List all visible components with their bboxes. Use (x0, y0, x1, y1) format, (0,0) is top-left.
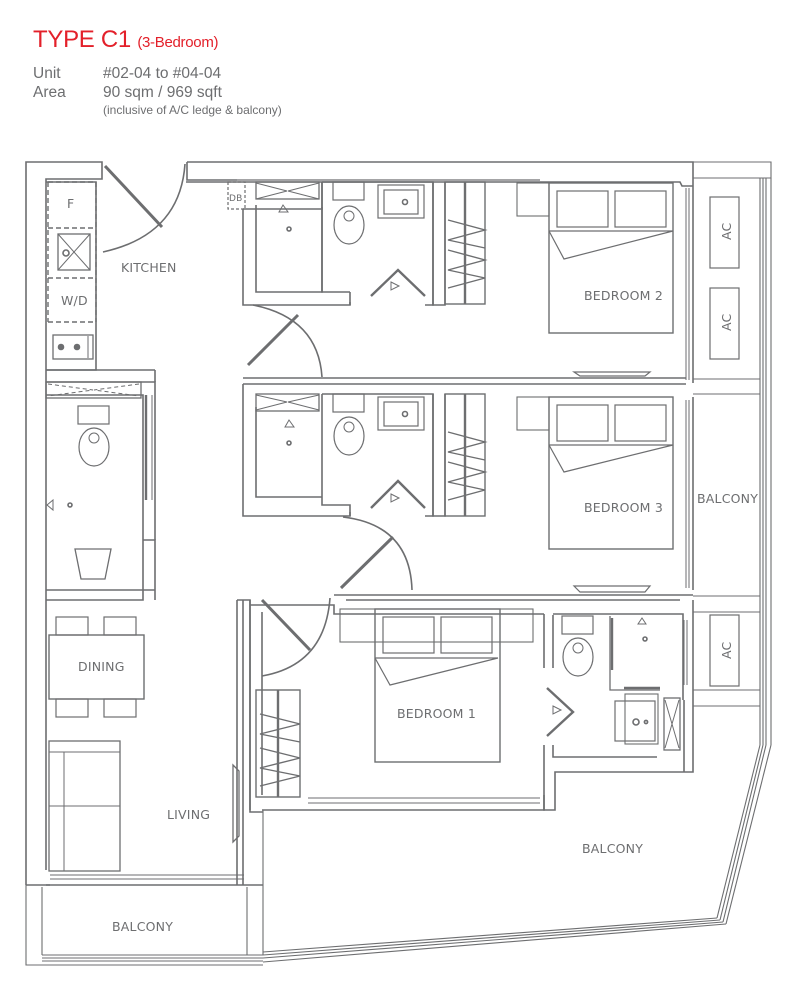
label-washer-dryer: W/D (61, 293, 88, 308)
room-labels: KITCHEN BEDROOM 2 BEDROOM 3 BEDROOM 1 DI… (61, 194, 758, 934)
main-door[interactable] (103, 164, 164, 229)
bedroom-1 (249, 597, 545, 813)
bed-bedroom-2 (548, 182, 674, 334)
label-balcony-bottom-left: BALCONY (112, 919, 173, 934)
wardrobe-bedroom-2 (432, 181, 488, 306)
hob-icon (52, 334, 94, 360)
label-ac-3: AC (719, 641, 734, 659)
area-value: 90 sqm / 969 sqft (103, 84, 222, 101)
area-row: Area 90 sqm / 969 sqft (33, 83, 282, 102)
unit-info: Unit #02-04 to #04-04 Area 90 sqm / 969 … (33, 64, 282, 118)
bedroom-2-door[interactable] (246, 313, 300, 367)
ac-unit-3 (709, 614, 740, 687)
ac-units (709, 196, 740, 687)
bedroom-3-door[interactable] (339, 535, 395, 590)
label-db: DB (229, 194, 243, 204)
tv (232, 763, 240, 844)
area-note: (inclusive of A/C ledge & balcony) (103, 103, 282, 117)
label-balcony-bottom-right: BALCONY (582, 841, 643, 856)
bathroom-3 (242, 384, 434, 517)
bedroom-3 (334, 396, 693, 601)
common-bathroom (45, 381, 156, 601)
unit-row: Unit #02-04 to #04-04 (33, 64, 282, 83)
db-box (227, 181, 246, 210)
label-living: LIVING (167, 807, 210, 822)
label-bedroom-3: BEDROOM 3 (584, 500, 663, 515)
unit-type-subtitle: (3-Bedroom) (137, 34, 219, 51)
bathroom-2 (242, 181, 434, 306)
unit-key: Unit (33, 65, 61, 82)
unit-header: TYPE C1 (3-Bedroom) Unit #02-04 to #04-0… (33, 26, 282, 118)
dining-table (48, 634, 145, 700)
kitchen-sink-icon (57, 233, 91, 271)
kitchen (46, 163, 246, 382)
ensuite-bathroom (543, 613, 694, 811)
ac-unit-2 (709, 287, 740, 360)
label-dining: DINING (78, 659, 125, 674)
bed-bedroom-3 (548, 396, 674, 550)
dining-living (46, 599, 263, 886)
ac-unit-1 (709, 196, 740, 269)
wardrobe-bedroom-3 (432, 393, 488, 517)
label-balcony-right: BALCONY (697, 491, 758, 506)
bedroom-2 (243, 182, 686, 385)
unit-value: #02-04 to #04-04 (103, 65, 222, 82)
label-ac-1: AC (719, 222, 734, 240)
unit-type-label: TYPE C1 (33, 26, 131, 53)
right-balcony-ac-ledge (25, 161, 772, 966)
bedroom-1-door[interactable] (260, 598, 312, 652)
label-bedroom-2: BEDROOM 2 (584, 288, 663, 303)
label-ac-2: AC (719, 313, 734, 331)
label-fridge: F (67, 196, 74, 211)
area-key: Area (33, 84, 66, 101)
label-kitchen: KITCHEN (121, 260, 177, 275)
unit-type-title: TYPE C1 (3-Bedroom) (33, 26, 282, 57)
label-bedroom-1: BEDROOM 1 (397, 706, 476, 721)
bed-bedroom-1 (374, 608, 501, 763)
